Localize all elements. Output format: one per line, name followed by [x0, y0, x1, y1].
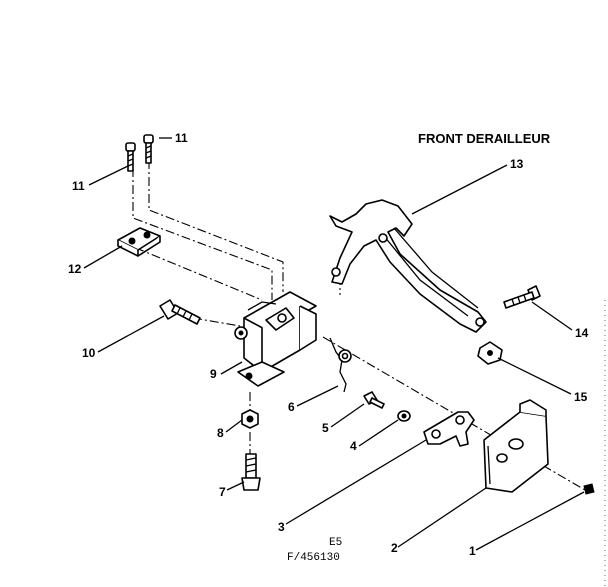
callout-12: 12 [68, 262, 82, 276]
callout-7: 7 [219, 485, 226, 499]
part-10-bolt [159, 299, 201, 325]
callout-14: 14 [575, 326, 589, 340]
callout-1: 1 [469, 544, 476, 558]
diagram-title: FRONT DERAILLEUR [418, 131, 551, 146]
callout-11-left: 11 [72, 179, 85, 193]
part-5-screw [363, 391, 385, 409]
part-7-bolt [241, 453, 261, 491]
callout-4: 4 [350, 439, 357, 453]
callout-3: 3 [278, 520, 285, 534]
part-15-nut [477, 341, 503, 365]
leader-lines [83, 137, 585, 551]
part-8-nut [241, 409, 259, 429]
callout-10: 10 [82, 346, 96, 360]
callout-13: 13 [510, 157, 524, 171]
part-13-cage-arm [329, 199, 487, 333]
callout-6: 6 [288, 400, 295, 414]
part-1-screw [583, 483, 595, 495]
part-3-link-plate [423, 411, 475, 447]
part-6-spring [329, 337, 352, 393]
part-11-screws [125, 134, 154, 172]
part-number-code: F/456130 [287, 552, 340, 564]
callout-11-right: 11 [175, 131, 188, 145]
callout-8: 8 [217, 426, 224, 440]
callout-15: 15 [574, 390, 588, 404]
part-2-cage-plate [483, 399, 549, 493]
figure-code: E5 [329, 537, 342, 549]
callout-5: 5 [322, 421, 329, 435]
callout-9: 9 [210, 367, 217, 381]
part-12-clamp-plate [117, 227, 161, 257]
part-4-washer [397, 410, 411, 422]
callout-2: 2 [391, 541, 398, 555]
part-9-bracket [234, 291, 317, 387]
callout-labels: 1 2 3 4 5 6 7 8 9 10 11 11 12 13 14 15 [68, 131, 589, 558]
part-14-screw [503, 285, 541, 309]
